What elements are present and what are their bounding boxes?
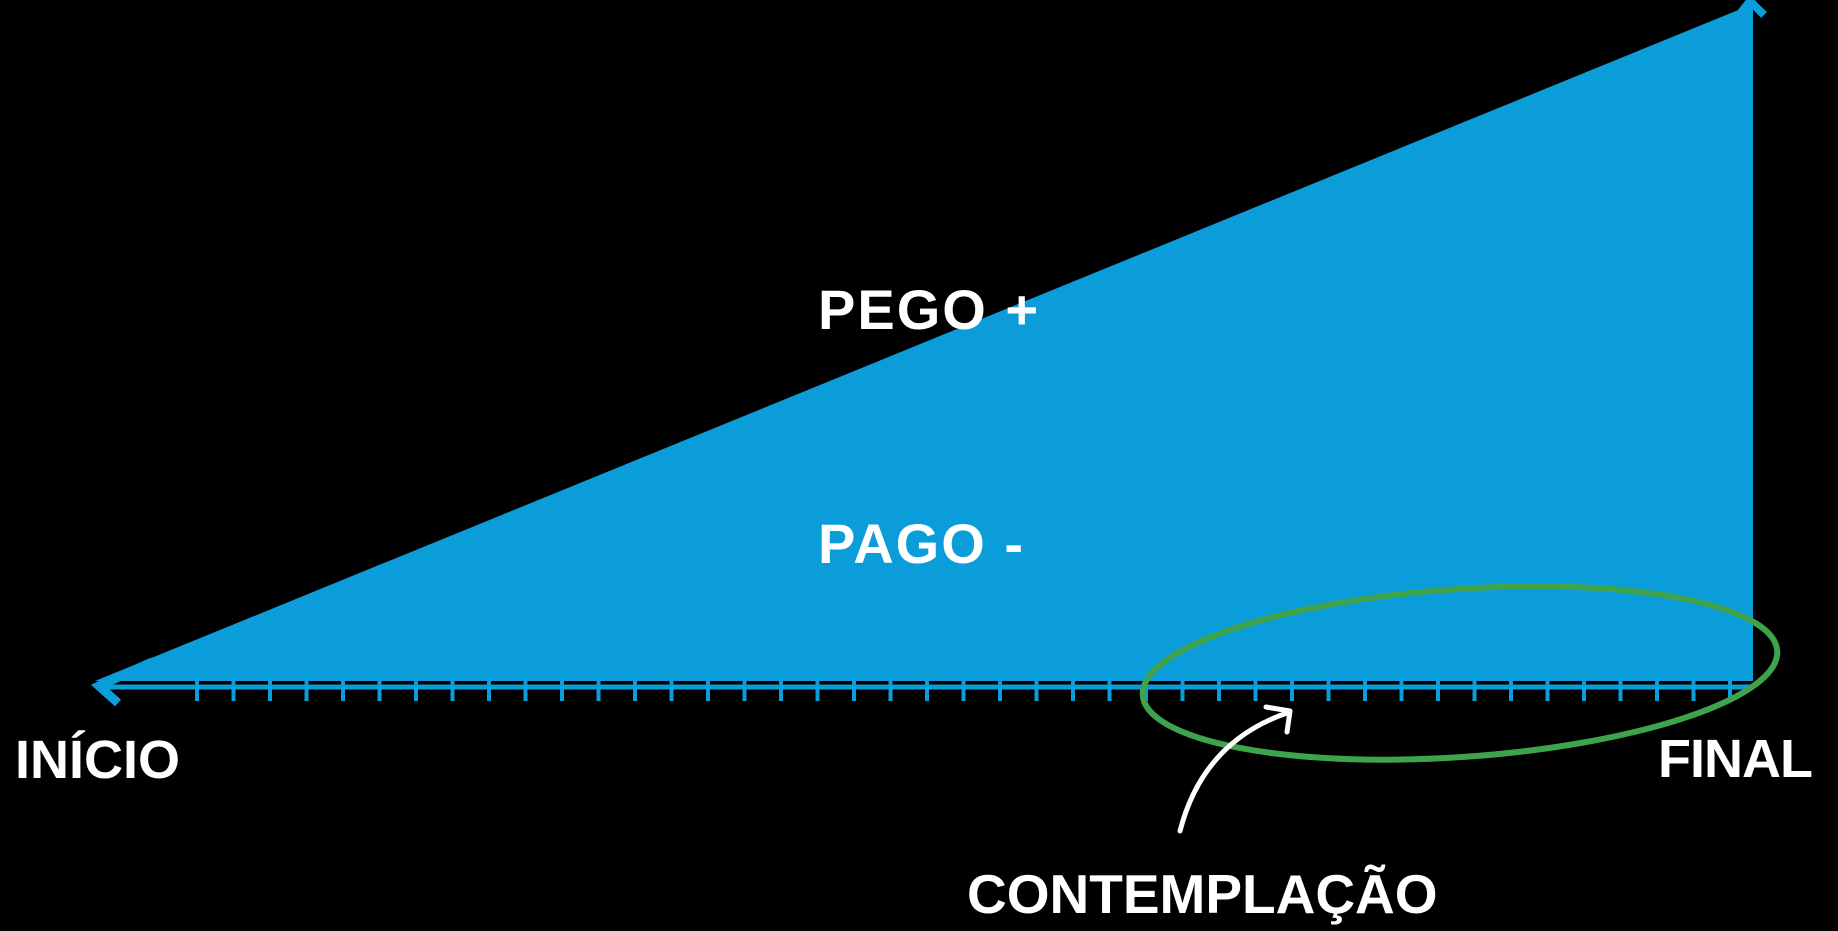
growth-label-line1: PEGO + <box>818 278 1041 341</box>
growth-triangle <box>95 4 1753 681</box>
highlight-ellipse <box>1139 583 1781 763</box>
annotation-arrowhead-icon <box>1263 704 1293 735</box>
growth-label: PEGO + PAGO - <box>818 115 1040 739</box>
growth-label-line2: PAGO - <box>818 512 1025 575</box>
timeline-start-label: INÍCIO <box>15 730 181 790</box>
axis-top-arrowhead-icon <box>1732 0 1767 22</box>
annotation-arrow <box>1177 710 1290 834</box>
timeline-end-label: FINAL <box>1658 729 1813 789</box>
contemplation-label: CONTEMPLAÇÃO <box>967 863 1438 925</box>
axis-left-arrowhead-icon <box>90 657 154 707</box>
